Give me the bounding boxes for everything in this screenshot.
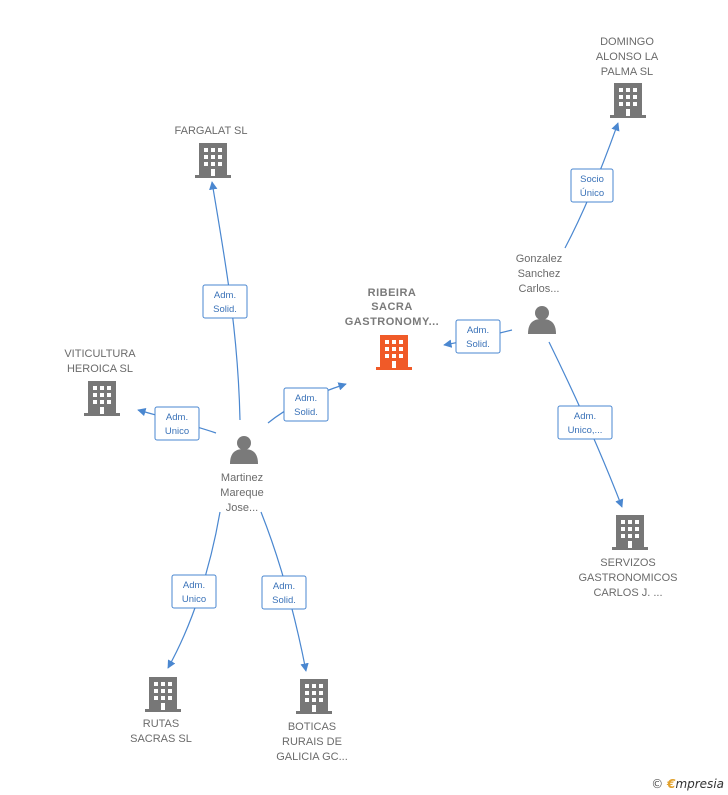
footer-credit: © €mpresia <box>651 777 724 791</box>
edge-label-line: Solid. <box>294 407 318 418</box>
edge-label-line: Solid. <box>466 339 490 350</box>
node-label: Jose... <box>226 502 258 514</box>
node-label: GASTRONOMY... <box>345 316 440 328</box>
edge-label-line: Único <box>580 188 604 199</box>
copyright-symbol: © <box>651 777 664 791</box>
person-icon <box>528 306 556 334</box>
edge-label-line: Socio <box>580 174 604 185</box>
node-label: Martinez <box>221 472 263 484</box>
node-ribeira[interactable]: RIBEIRA SACRA GASTRONOMY... <box>345 287 440 370</box>
node-label: SERVIZOS <box>600 557 655 569</box>
node-label: GALICIA GC... <box>276 751 348 763</box>
node-label: BOTICAS <box>288 721 336 733</box>
building-icon <box>84 381 120 416</box>
building-icon <box>612 515 648 550</box>
node-label: SACRA <box>371 301 413 313</box>
person-icon <box>230 436 258 464</box>
node-label: VITICULTURA <box>64 348 136 360</box>
node-domingo[interactable]: DOMINGO ALONSO LA PALMA SL <box>596 36 659 118</box>
edge-label-line: Adm. <box>214 290 236 301</box>
edge-label-line: Unico,... <box>568 425 603 436</box>
brand-logo-text: mpresia <box>675 777 724 791</box>
brand-logo-initial: € <box>667 777 676 791</box>
node-label: RURAIS DE <box>282 736 342 748</box>
edge-label-line: Unico <box>182 594 206 605</box>
node-label: PALMA SL <box>601 66 653 78</box>
node-martinez[interactable]: Martinez Mareque Jose... <box>220 436 264 514</box>
node-rutas[interactable]: RUTAS SACRAS SL <box>130 677 192 745</box>
node-label: RUTAS <box>143 718 179 730</box>
edge-label-martinez-fargalat[interactable]: Adm. Solid. <box>202 284 248 319</box>
edge-label-martinez-viticultura[interactable]: Adm. Unico <box>154 406 200 441</box>
node-fargalat[interactable]: FARGALAT SL <box>175 125 248 178</box>
brand-logo[interactable]: €mpresia <box>667 777 724 791</box>
edge-label-gonzalez-servizos[interactable]: Adm. Unico,... <box>557 405 613 440</box>
edge-label-line: Solid. <box>213 304 237 315</box>
node-label: SACRAS SL <box>130 733 192 745</box>
node-viticultura[interactable]: VITICULTURA HEROICA SL <box>64 348 136 416</box>
building-icon <box>145 677 181 712</box>
node-label: ALONSO LA <box>596 51 659 63</box>
node-label: HEROICA SL <box>67 363 133 375</box>
node-label: Gonzalez <box>516 253 562 265</box>
building-icon <box>376 335 412 370</box>
building-icon <box>195 143 231 178</box>
edge-label-martinez-rutas[interactable]: Adm. Unico <box>171 574 217 609</box>
edge-label-line: Adm. <box>273 581 295 592</box>
edge-label-gonzalez-ribeira[interactable]: Adm. Solid. <box>455 319 501 354</box>
node-servizos[interactable]: SERVIZOS GASTRONOMICOS CARLOS J. ... <box>578 515 678 599</box>
building-icon <box>610 83 646 118</box>
node-label: Mareque <box>220 487 263 499</box>
edge-label-line: Adm. <box>467 325 489 336</box>
node-label: Carlos... <box>519 283 560 295</box>
edge-label-line: Adm. <box>183 580 205 591</box>
edge-label-line: Adm. <box>166 412 188 423</box>
node-label: GASTRONOMICOS <box>578 572 677 584</box>
edge-label-line: Solid. <box>272 595 296 606</box>
node-label: FARGALAT SL <box>175 125 248 137</box>
edge-label-line: Adm. <box>295 393 317 404</box>
node-gonzalez[interactable]: Gonzalez Sanchez Carlos... <box>516 253 562 334</box>
node-label: Sanchez <box>518 268 561 280</box>
node-label: CARLOS J. ... <box>593 587 662 599</box>
edge-label-martinez-boticas[interactable]: Adm. Solid. <box>261 575 307 610</box>
edge-label-line: Adm. <box>574 411 596 422</box>
node-boticas[interactable]: BOTICAS RURAIS DE GALICIA GC... <box>276 679 348 763</box>
edge-label-gonzalez-domingo[interactable]: Socio Único <box>570 168 614 203</box>
edge-label-line: Unico <box>165 426 189 437</box>
node-label: DOMINGO <box>600 36 654 48</box>
node-label: RIBEIRA <box>368 287 417 299</box>
edge-label-martinez-ribeira[interactable]: Adm. Solid. <box>283 387 329 422</box>
building-icon <box>296 679 332 714</box>
